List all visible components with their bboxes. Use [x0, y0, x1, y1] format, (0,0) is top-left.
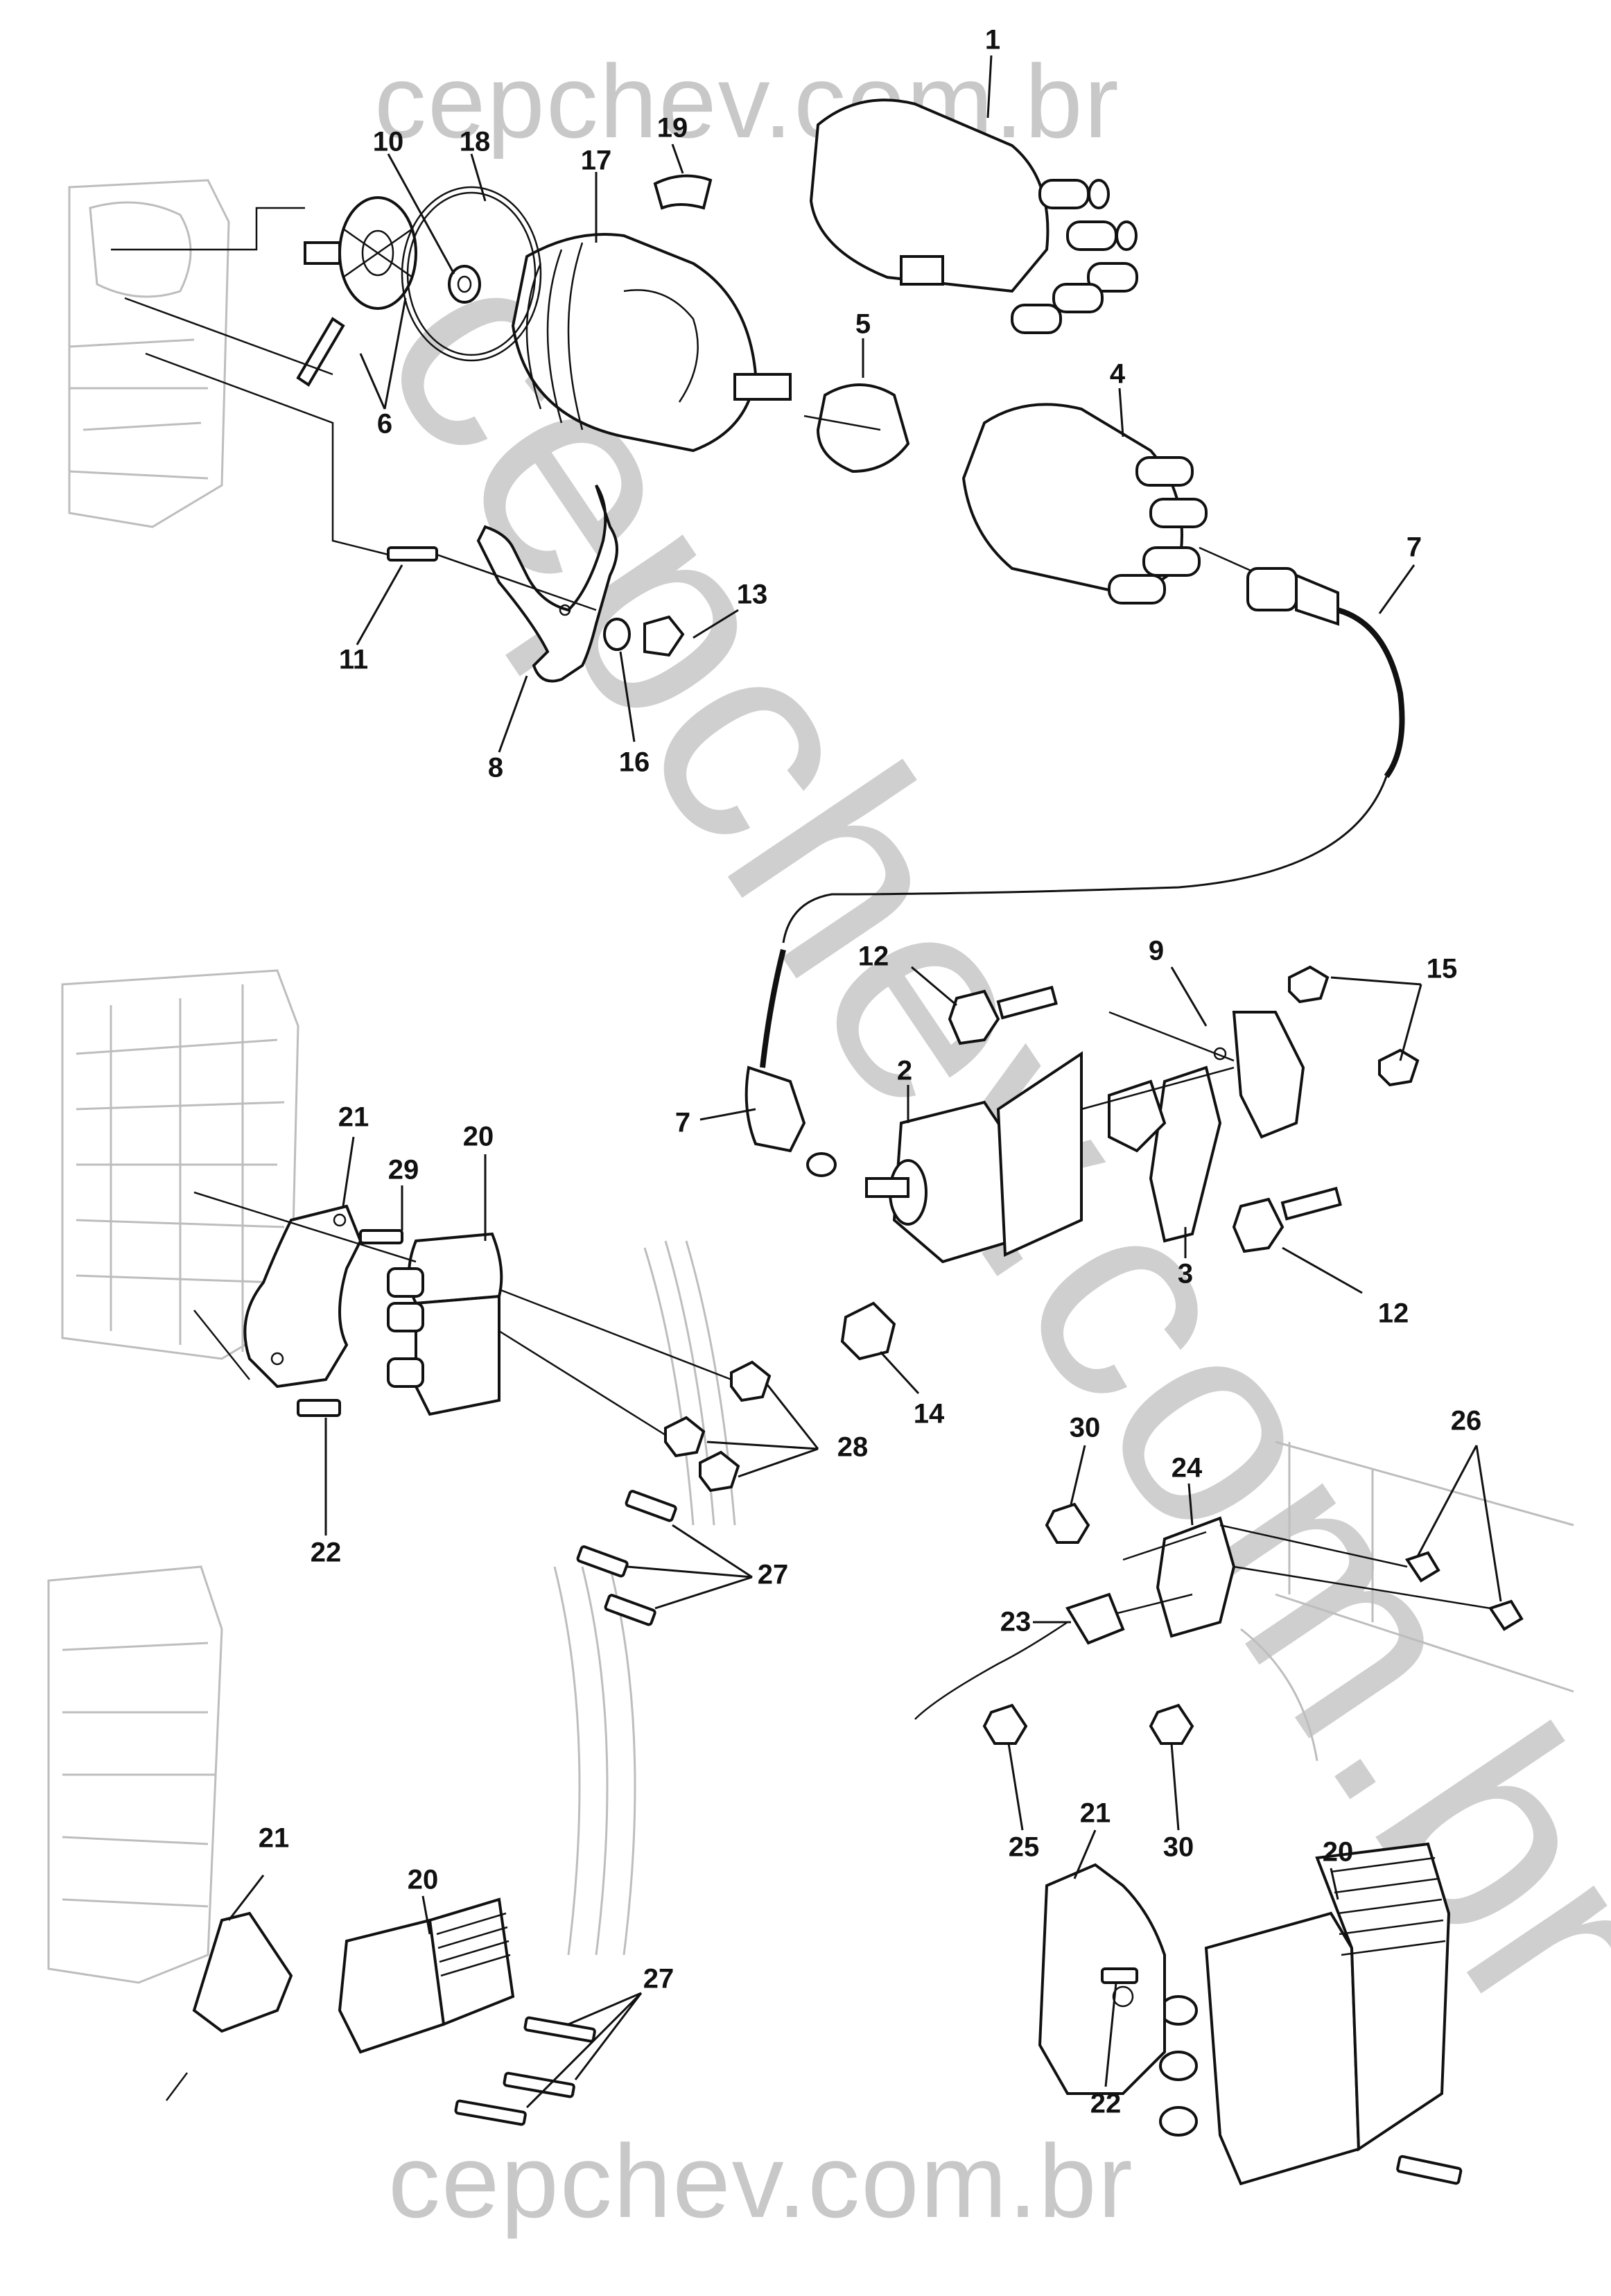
- callout-7-upper: 7: [1406, 532, 1422, 563]
- engine-block-bottom-left: [47, 1565, 636, 1984]
- callout-18: 18: [459, 126, 491, 157]
- part-bolt-12-lower: [1232, 1186, 1342, 1253]
- callout-20-bottom-right: 20: [1322, 1836, 1354, 1868]
- callout-20-middle: 20: [462, 1121, 494, 1152]
- callout-5: 5: [855, 308, 871, 340]
- callout-22-middle: 22: [310, 1537, 342, 1568]
- callout-16: 16: [618, 747, 650, 778]
- callout-29: 29: [387, 1154, 419, 1185]
- callout-13: 13: [736, 579, 768, 610]
- part-coil-bracket-middle: [243, 1204, 363, 1389]
- callout-11: 11: [338, 644, 369, 675]
- part-ignition-coil-top: [865, 1051, 1083, 1264]
- part-distributor-cap: [809, 98, 1138, 334]
- callout-23: 23: [1000, 1606, 1031, 1637]
- part-nut-15a: [1288, 965, 1330, 1004]
- part-bolt-22-bottom-right: [1101, 1967, 1138, 1984]
- part-o-ring: [401, 186, 542, 362]
- part-ht-lead: [744, 567, 1405, 1177]
- callout-9: 9: [1148, 935, 1165, 966]
- part-stud: [387, 546, 438, 562]
- callout-22-bottom-right: 22: [1090, 2088, 1122, 2119]
- callout-21-middle: 21: [338, 1102, 369, 1133]
- part-lock-washer: [603, 618, 631, 651]
- callout-20-bottom-left: 20: [407, 1864, 439, 1895]
- callout-12-upper: 12: [857, 941, 889, 972]
- part-sensor: [914, 1592, 1125, 1720]
- callout-2: 2: [896, 1055, 913, 1086]
- callout-30-lower: 30: [1162, 1832, 1194, 1863]
- callout-3: 3: [1177, 1258, 1194, 1289]
- part-bolts-30-25: [982, 1502, 1194, 1745]
- callout-14: 14: [913, 1398, 945, 1429]
- part-coil-pack-bottom-right: [1159, 1842, 1451, 2186]
- callout-4: 4: [1109, 358, 1126, 390]
- callout-27-middle: 27: [757, 1559, 789, 1590]
- callout-21-bottom-right: 21: [1079, 1798, 1111, 1829]
- part-stud-right-edge: [1396, 2155, 1463, 2185]
- callout-19: 19: [656, 112, 688, 144]
- part-coil-mounting-plate: [1081, 1011, 1305, 1243]
- part-sensor-bracket: [1108, 1516, 1236, 1638]
- leader-lines: [166, 55, 1502, 2109]
- callout-30-upper: 30: [1069, 1412, 1101, 1443]
- callout-7-lower: 7: [674, 1107, 691, 1138]
- part-rotor: [803, 383, 910, 473]
- callout-12-lower: 12: [1377, 1298, 1409, 1329]
- callout-25: 25: [1008, 1832, 1040, 1863]
- chassis-right: [1240, 1441, 1574, 1762]
- engine-block-middle-left: [61, 969, 736, 1526]
- callout-24: 24: [1171, 1452, 1203, 1484]
- assembly-lines: [111, 207, 1491, 1610]
- part-distributor-body: [511, 233, 792, 453]
- part-cap-nut: [840, 1301, 896, 1361]
- callout-17: 17: [580, 145, 612, 176]
- part-bolts-27-bottom: [454, 2016, 596, 2126]
- callout-28: 28: [837, 1432, 869, 1463]
- part-coil-pack-middle: [387, 1232, 503, 1416]
- callout-6: 6: [376, 408, 393, 440]
- part-coil-bracket-bottom-left: [192, 1911, 293, 2033]
- part-bracket: [476, 484, 618, 683]
- part-clips-26: [1404, 1551, 1524, 1631]
- part-nut: [643, 615, 685, 657]
- part-bolt-12-upper: [948, 985, 1058, 1045]
- part-bolt-22-middle: [297, 1399, 341, 1417]
- callout-21-bottom-left: 21: [258, 1823, 290, 1854]
- callout-27-bottom-left: 27: [643, 1963, 674, 1994]
- part-shim: [653, 174, 713, 210]
- callout-26: 26: [1450, 1405, 1482, 1436]
- callout-10: 10: [372, 126, 404, 157]
- part-distributor-cap-alt: [961, 403, 1262, 605]
- part-nut-15b: [1378, 1048, 1420, 1087]
- part-drive-plate: [296, 196, 417, 387]
- part-washer: [448, 265, 481, 304]
- watermark-bottom: cepchev.com.br: [388, 2123, 1134, 2239]
- callout-1: 1: [984, 24, 1001, 55]
- part-bolts-27-middle: [576, 1490, 677, 1626]
- part-coil-pack-bottom-left: [338, 1897, 515, 2054]
- callout-8: 8: [487, 752, 504, 783]
- engine-block-top-left: [68, 179, 230, 528]
- callout-15: 15: [1426, 953, 1458, 984]
- part-stud-29: [359, 1229, 403, 1244]
- part-nuts-28: [664, 1360, 772, 1493]
